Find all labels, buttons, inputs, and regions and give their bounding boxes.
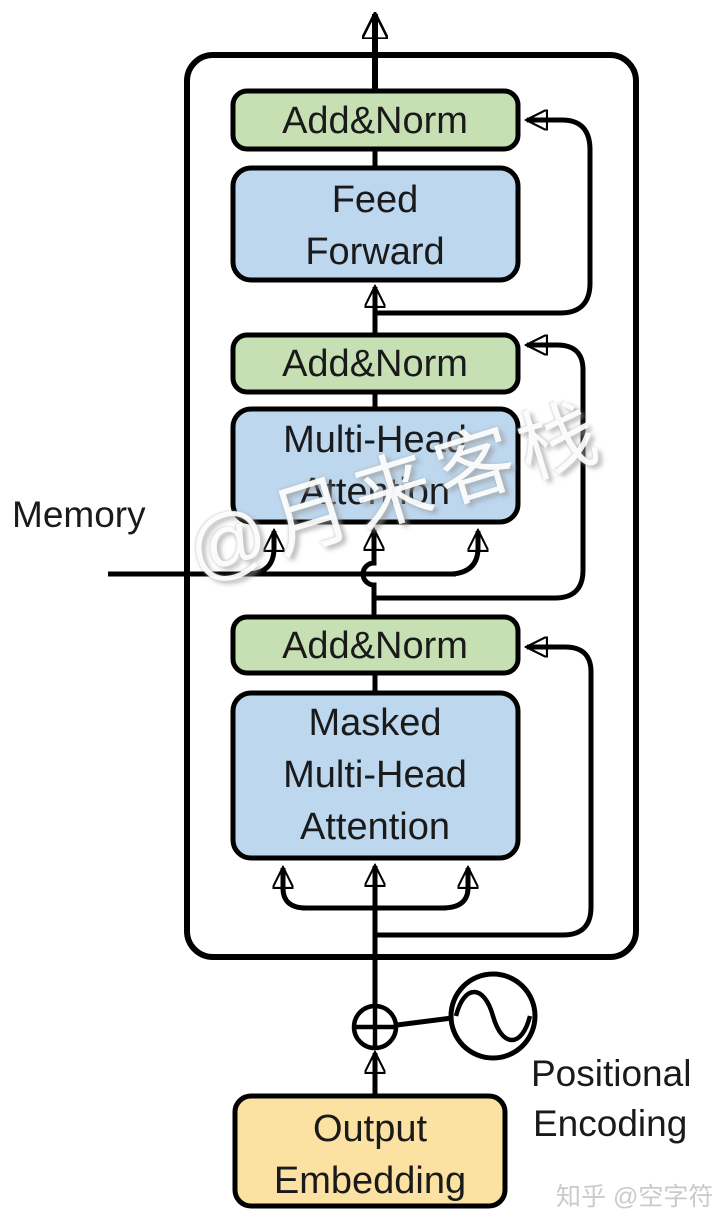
pe-connector-line [396,1015,453,1028]
feed-forward-label-1: Feed [332,179,419,221]
mha-label-2: Attention [300,471,450,513]
encoding-label: Encoding [533,1103,687,1144]
masked-mha-label-2: Multi-Head [283,754,467,796]
memory-label: Memory [12,494,146,535]
masked-mha-label-3: Attention [300,806,450,848]
output-embedding-block [232,1093,508,1209]
feed-forward-label-2: Forward [305,231,444,273]
masked-mha-label-1: Masked [308,702,441,744]
decoder-layer-border [184,52,639,960]
memory-key-arrow [245,531,274,577]
self-attention-left-arrow [283,868,307,911]
positional-label: Positional [531,1053,691,1094]
output-embedding-label-1: Output [313,1108,428,1150]
residual-line-ff [375,120,593,316]
add-norm-bottom-label: Add&Norm [282,625,468,667]
add-norm-top-label: Add&Norm [282,100,468,142]
self-attention-right-arrow [441,868,468,911]
sine-wave-icon [453,989,533,1043]
zhihu-watermark: 知乎 @空字符 [556,1183,713,1211]
residual-line-cross-attention [374,345,586,601]
mha-label-1: Multi-Head [283,419,467,461]
output-embedding-label-2: Embedding [274,1160,466,1202]
residual-line-masked-attention [375,647,594,938]
memory-value-arrow [451,531,478,577]
add-norm-mid-label: Add&Norm [282,343,468,385]
positional-encoding-symbol [448,971,538,1061]
